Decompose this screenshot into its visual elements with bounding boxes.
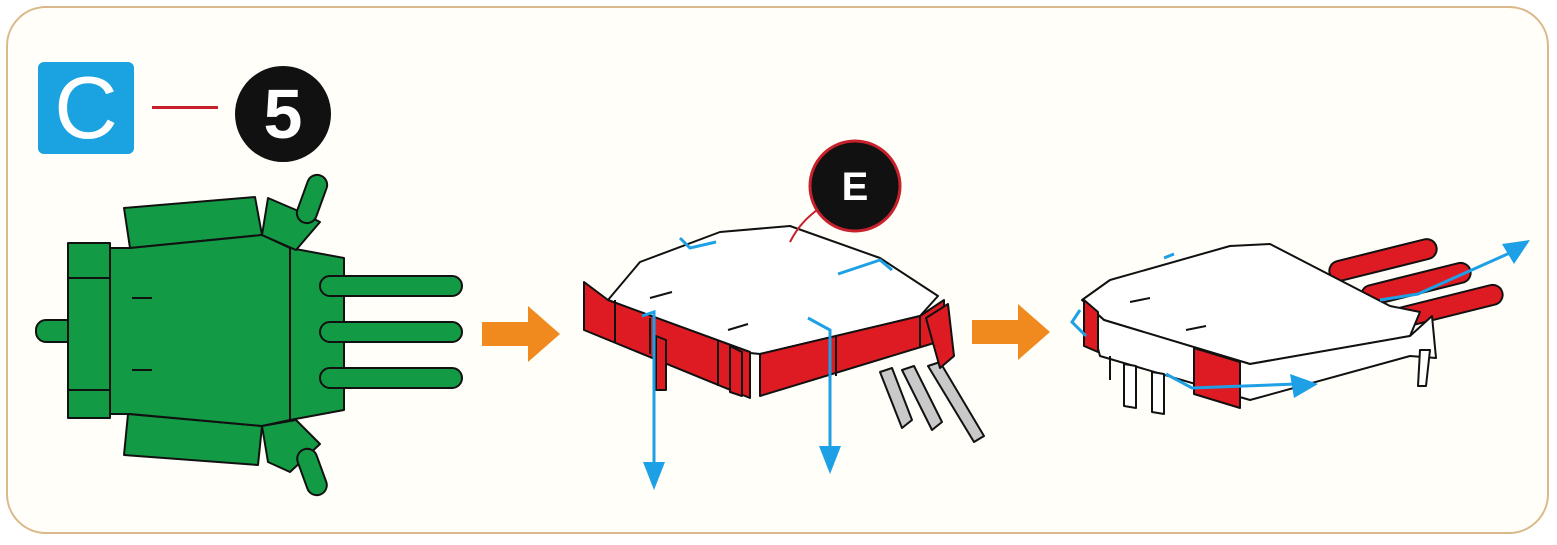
barrel-bottom bbox=[320, 368, 462, 388]
arrow-right-icon bbox=[972, 304, 1050, 360]
callout-label: E bbox=[842, 165, 869, 209]
left-flap bbox=[68, 243, 110, 418]
fold-down-arrow-icon bbox=[643, 462, 665, 490]
barrel-top bbox=[320, 276, 462, 296]
folding-step-part bbox=[584, 226, 984, 442]
barrel-middle bbox=[320, 322, 462, 342]
slide-arrow-icon bbox=[1502, 240, 1530, 264]
main-body bbox=[110, 235, 290, 426]
callout-e: E bbox=[790, 141, 900, 242]
arrow-right-icon bbox=[482, 306, 560, 362]
fold-down-arrow-icon bbox=[819, 446, 841, 474]
flat-part-cutout bbox=[36, 172, 462, 498]
